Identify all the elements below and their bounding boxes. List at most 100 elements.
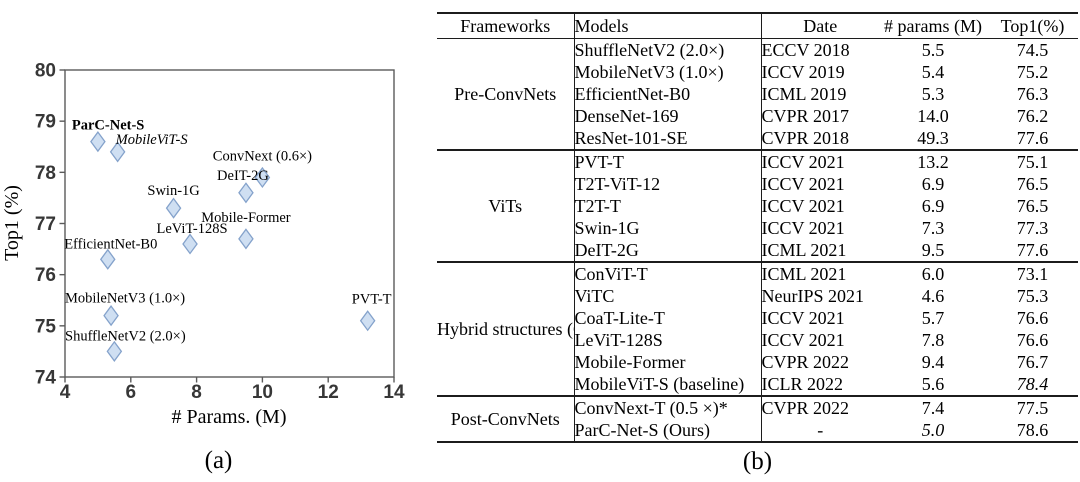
y-tick-label: 76 [35,265,56,286]
top1-cell: 77.5 [1016,398,1049,418]
date-cell: ICCV 2021 [761,196,845,216]
scatter-marker [106,340,123,363]
params-cell: 4.6 [921,286,945,306]
params-cell: 5.3 [921,84,945,104]
scatter-marker [182,233,198,255]
params-cell: 5.6 [921,374,945,394]
model-cell: DenseNet-169 [574,105,762,127]
model-cell: PVT-T [574,150,762,173]
date-cell: ICCV 2021 [761,308,845,328]
scatter-marker [109,141,126,163]
model-cell: T2T-T [574,195,762,217]
date-cell: CVPR 2018 [761,128,850,148]
framework-cell: Pre-ConvNets [437,38,575,150]
date-cell: CVPR 2022 [761,352,850,372]
scatter-marker [254,166,271,189]
table-row: Hybrid structures (ConvNet+ViT)ConViT-TI… [437,262,1078,396]
scatter-marker [238,228,254,250]
date-cell: CVPR 2022 [761,398,850,418]
params-cell: 9.5 [921,240,945,260]
model-cell: ParC-Net-S (Ours) [574,419,762,442]
params-cell: 49.3 [917,128,949,148]
framework-cell: ViTs [437,150,575,262]
column-header: Frameworks [437,13,575,39]
top1-cell: 75.1 [1016,152,1049,172]
scatter-marker [90,131,106,153]
params-cell: 7.8 [921,330,945,350]
model-cell: Mobile-Former [574,351,762,373]
framework-cell: Post-ConvNets [437,396,575,442]
model-cell: MobileViT-S (baseline) [574,373,762,396]
y-tick-label: 75 [35,316,57,337]
scatter-point-label: ShuffleNetV2 (2.0×) [65,328,186,344]
column-header: # params (M) [879,13,987,39]
params-cell: 6.9 [921,196,945,216]
scatter-marker [359,310,376,332]
model-cell: ViTC [574,285,762,307]
model-cell: MobileNetV3 (1.0×) [574,61,762,83]
params-cell: 5.5 [921,40,945,60]
params-cell: 6.0 [921,264,945,284]
date-cell: ICCV 2021 [761,218,845,238]
scatter-point-label: EfficientNet-B0 [64,236,157,252]
column-header: Top1(%) [987,13,1078,39]
top1-cell: 76.7 [1016,352,1049,372]
top1-cell: 76.2 [1016,106,1049,126]
date-cell: ICCV 2021 [761,174,845,194]
model-cell: ResNet-101-SE [574,127,762,150]
caption-a: (a) [204,447,233,474]
scatter-point-label: ParC-Net-S [72,118,144,134]
top1-cell: 76.6 [1016,308,1049,328]
date-cell: NeurIPS 2021 [761,286,865,306]
date-cell: CVPR 2017 [761,106,850,126]
params-cell: 5.0 [921,420,945,440]
model-cell: DeIT-2G [574,239,762,262]
top1-cell: 75.3 [1016,286,1049,306]
y-tick-label: 78 [35,163,56,184]
x-tick-label: 8 [191,382,202,403]
scatter-point-label: ConvNext (0.6×) [213,148,312,164]
y-axis-label: Top1 (%) [1,185,23,261]
scatter-point-label: LeViT-128S [156,221,227,237]
y-tick-label: 80 [35,61,56,82]
model-cell: T2T-ViT-12 [574,173,762,195]
column-header: Date [761,13,879,39]
params-cell: 5.4 [921,62,945,82]
top1-cell: 77.6 [1016,240,1049,260]
scatter-point-label: DeIT-2G [217,168,269,184]
scatter-point-label: MobileNetV3 (1.0×) [65,291,185,307]
params-cell: 14.0 [917,106,949,126]
x-tick-label: 10 [252,382,273,403]
column-header: Models [574,13,762,39]
date-cell: ICCV 2019 [761,62,845,82]
scatter-marker [238,182,254,204]
scatter-marker [99,248,116,270]
top1-cell: 76.6 [1016,330,1049,350]
scatter-point-label: Mobile-Former [201,210,291,226]
caption-b: (b) [742,448,773,475]
date-cell: ICML 2019 [761,84,847,104]
top1-cell: 74.5 [1016,40,1049,60]
date-cell: ICML 2021 [761,264,847,284]
top1-cell: 76.5 [1016,174,1049,194]
x-tick-label: 4 [60,382,71,403]
model-cell: ConvNext-T (0.5 ×)* [574,396,762,419]
date-cell: ICCV 2021 [761,152,845,172]
date-cell: ICML 2021 [761,240,847,260]
params-cell: 5.7 [921,308,945,328]
scatter-point-label: MobileViT-S [115,132,189,148]
